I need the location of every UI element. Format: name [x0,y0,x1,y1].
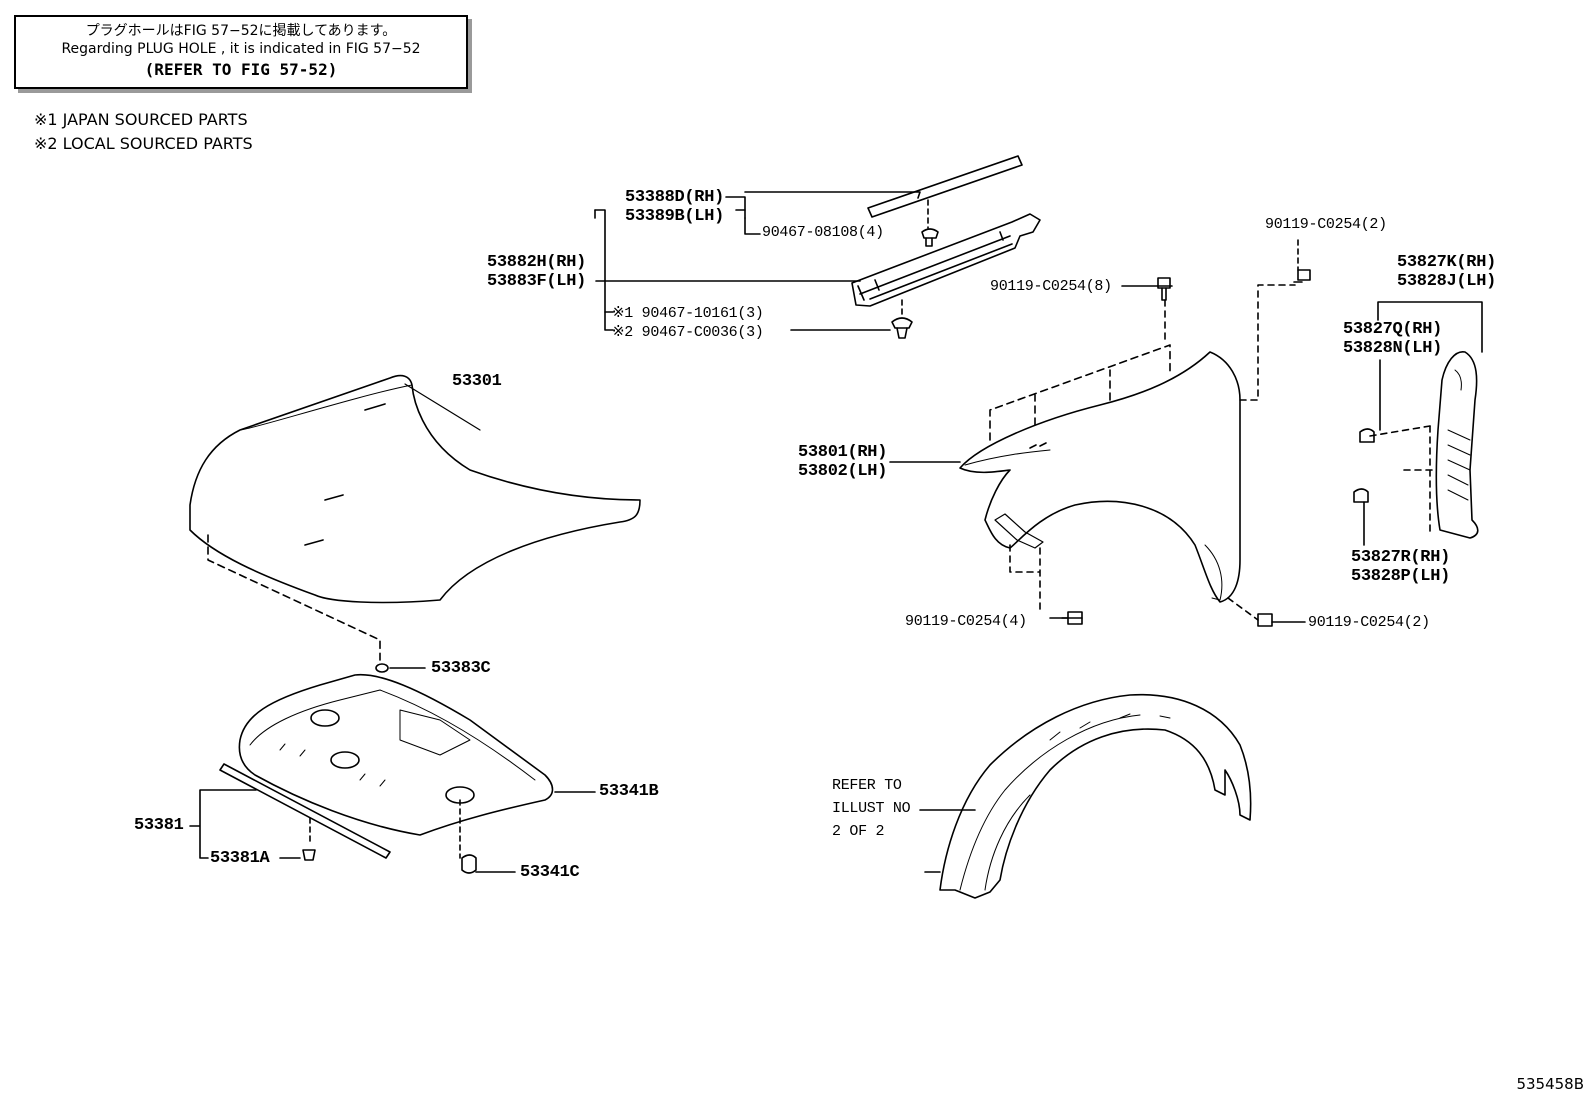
label-53341b[interactable]: 53341B [599,782,659,801]
clip-90467-08108 [921,199,939,247]
plug-hole-notice: プラグホールはFIG 57−52に掲載してあります。 Regarding PLU… [14,15,468,89]
bolt-90119-8 [1121,277,1173,301]
bolt-90119-top2 [1293,239,1311,283]
cushion-53383c [375,663,426,673]
hood-seal-53381 [189,763,391,861]
fender-seal-53827q [1435,351,1479,539]
label-53828j[interactable]: 53828J(LH) [1397,272,1497,291]
notice-english: Regarding PLUG HOLE , it is indicated in… [61,41,421,57]
hood-insulator-53341b [238,673,596,836]
bolt-90119-4 [1049,611,1083,625]
fender-bolt-dash-right [1239,284,1296,401]
hood-dash-line [207,534,381,661]
front-fender-53801 [959,351,1241,603]
label-refer-to[interactable]: REFER TO [832,777,902,794]
label-53301[interactable]: 53301 [452,372,502,391]
notice-refer-link[interactable]: (REFER TO FIG 57-52) [144,60,338,79]
label-90467-08108[interactable]: 90467-08108(4) [762,224,884,241]
label-90119-top2[interactable]: 90119-C0254(2) [1265,216,1387,233]
fender-lower-dash-right [1227,597,1259,621]
fender-dash-top [989,344,1171,441]
fender-lower-dash [1009,544,1041,611]
label-53802[interactable]: 53802(LH) [798,462,888,481]
clip-53827q [1359,359,1381,443]
label-90467-c0036[interactable]: ※2 90467-C0036(3) [612,324,764,341]
label-90119-bot2[interactable]: 90119-C0254(2) [1308,614,1430,631]
hood-seal-53388d [867,155,1023,218]
label-53827r[interactable]: 53827R(RH) [1351,548,1451,567]
clip-53827r [1353,488,1369,546]
label-53381a[interactable]: 53381A [210,849,270,868]
seal-dash-upper [1369,425,1431,437]
bolt-90119-bot2 [1257,613,1306,627]
label-53883f[interactable]: 53883F(LH) [487,272,587,291]
legend-japan-sourced: ※1 JAPAN SOURCED PARTS [34,110,248,129]
label-53383c[interactable]: 53383C [431,659,491,678]
label-53828p[interactable]: 53828P(LH) [1351,567,1451,586]
legend-local-sourced: ※2 LOCAL SOURCED PARTS [34,134,253,153]
label-90119-4[interactable]: 90119-C0254(4) [905,613,1027,630]
notice-japanese: プラグホールはFIG 57−52に掲載してあります。 [85,23,397,39]
seal-dash [1399,425,1433,533]
label-53801[interactable]: 53801(RH) [798,443,888,462]
clip-53341c [459,799,516,874]
label-53827q[interactable]: 53827Q(RH) [1343,320,1443,339]
fender-liner-refer [919,693,1252,899]
label-53828n[interactable]: 53828N(LH) [1343,339,1443,358]
label-53381[interactable]: 53381 [134,816,184,835]
label-53389b[interactable]: 53389B(LH) [625,207,725,226]
seal-retainer-53882h [851,213,1041,307]
label-53827k[interactable]: 53827K(RH) [1397,253,1497,272]
label-53882h[interactable]: 53882H(RH) [487,253,587,272]
label-illust-no[interactable]: ILLUST NO [832,800,911,817]
label-2-of-2[interactable]: 2 OF 2 [832,823,885,840]
label-53341c[interactable]: 53341C [520,863,580,882]
leader-lines-seal-group [594,191,921,331]
hood-53301 [189,374,641,604]
label-90119-8[interactable]: 90119-C0254(8) [990,278,1112,295]
label-90467-10161[interactable]: ※1 90467-10161(3) [612,305,764,322]
figure-number: 535458B [1516,1075,1584,1093]
label-53388d[interactable]: 53388D(RH) [625,188,725,207]
clip-90467-10161 [891,299,913,339]
leader-53827k [1377,301,1483,353]
